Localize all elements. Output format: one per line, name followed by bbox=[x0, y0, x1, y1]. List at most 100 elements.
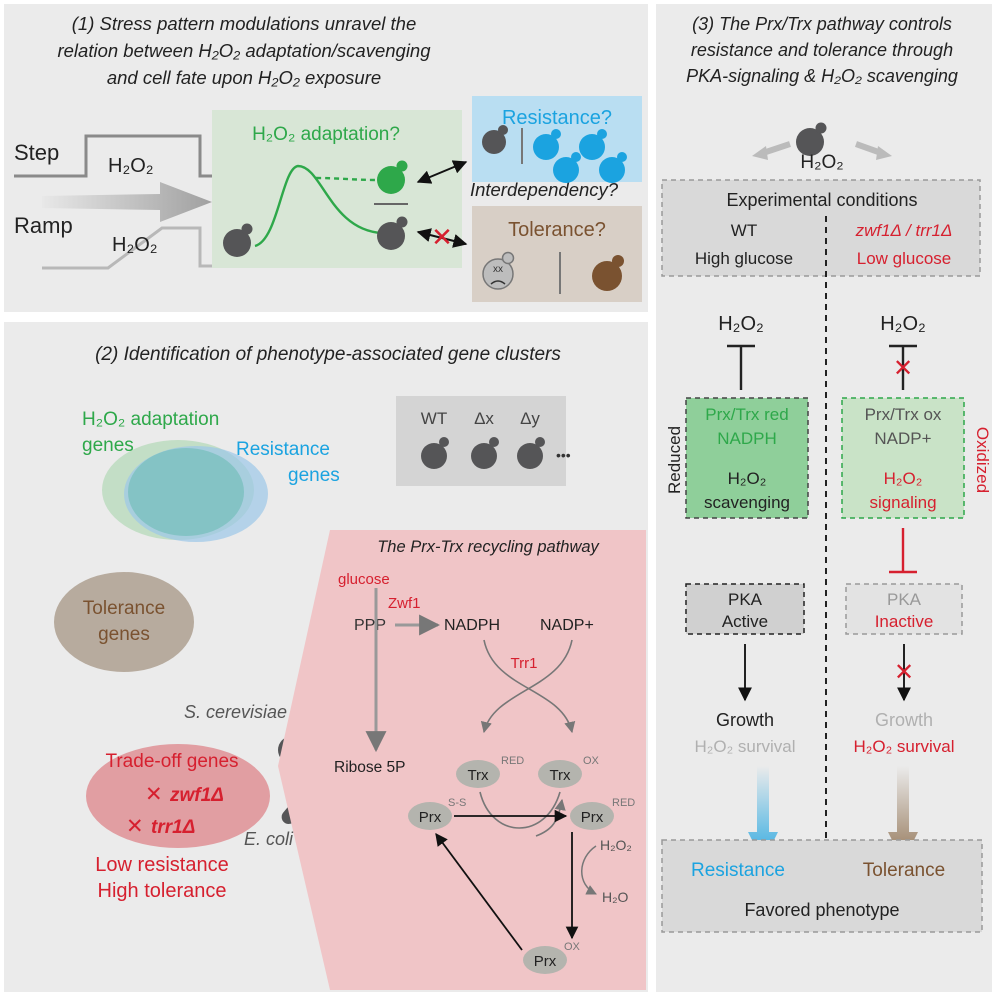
right-box-line1: Prx/Trx ox bbox=[865, 405, 942, 424]
oxidized-state-box bbox=[841, 397, 965, 519]
step-label: Step bbox=[14, 140, 59, 165]
adaptation-genes-label-2: genes bbox=[82, 435, 134, 456]
strain-library-cells bbox=[421, 437, 545, 469]
prx-red-label: Prx bbox=[581, 809, 604, 826]
adaptation-question: H₂O₂ adaptation? bbox=[252, 124, 400, 145]
pka-inactive-label: Inactive bbox=[875, 612, 934, 631]
pathway-connector-wedge bbox=[278, 530, 330, 990]
right-box-line2: NADP+ bbox=[874, 429, 931, 448]
resistance-blue-cells bbox=[533, 129, 627, 183]
trx-red-label: Trx bbox=[467, 767, 489, 784]
adapted-green-cell bbox=[377, 160, 408, 194]
panel-1-title-line2: relation between H₂O₂ adaptation/scaveng… bbox=[57, 40, 431, 61]
panel-3-h2o2-top: H₂O₂ bbox=[800, 152, 843, 173]
prx-ss-superscript: S-S bbox=[448, 797, 466, 809]
adaptation-tolerance-arrow bbox=[416, 228, 468, 248]
pathway-h2o: H₂O bbox=[602, 889, 629, 905]
prx-ox-to-ss-arrow bbox=[435, 832, 523, 951]
condition-wt: WT bbox=[731, 221, 757, 240]
condition-high-glucose: High glucose bbox=[695, 249, 793, 268]
trx-ox-node bbox=[538, 760, 582, 788]
left-box-line4: scavenging bbox=[704, 493, 790, 512]
tolerance-genes-label-2: genes bbox=[98, 624, 150, 645]
resistance-fade-arrow bbox=[748, 766, 778, 862]
conditions-title: Experimental conditions bbox=[726, 190, 917, 210]
prx-red-node bbox=[570, 802, 614, 830]
adaptation-genes-label-1: H₂O₂ adaptation bbox=[82, 409, 219, 430]
tolerant-brown-cell bbox=[592, 255, 624, 291]
svg-text:xx: xx bbox=[493, 264, 503, 275]
interdependency-cross-icon: ✕ bbox=[431, 222, 453, 252]
left-box-line3: H₂O₂ bbox=[728, 469, 767, 488]
reduced-label: Reduced bbox=[665, 426, 684, 494]
right-survival: H₂O₂ survival bbox=[853, 737, 954, 756]
left-h2o2: H₂O₂ bbox=[718, 313, 764, 335]
exposure-arrow bbox=[42, 182, 212, 222]
pka-right-label: PKA bbox=[887, 590, 922, 609]
pathway-ppp: PPP bbox=[354, 617, 386, 634]
pathway-h2o2: H₂O₂ bbox=[600, 837, 632, 853]
strain-more-dots: ••• bbox=[556, 447, 571, 463]
panel-3-title-line2: resistance and tolerance through bbox=[691, 40, 953, 60]
pathway-zwf1: Zwf1 bbox=[388, 595, 421, 612]
adaptation-curve bbox=[254, 164, 383, 248]
pathway-nadph: NADPH bbox=[444, 617, 500, 634]
organism-e-coli: E. coli bbox=[244, 829, 294, 849]
trx-red-superscript: RED bbox=[501, 755, 524, 767]
growth-block-cross-icon: ✕ bbox=[894, 659, 914, 686]
left-box-line1: Prx/Trx red bbox=[705, 405, 788, 424]
prx-ox-superscript: OX bbox=[564, 941, 581, 953]
h2o2-reduction-arrow bbox=[581, 845, 597, 895]
prx-ox-label: Prx bbox=[534, 953, 557, 970]
organism-s-cerevisiae: S. cerevisiae bbox=[184, 702, 287, 722]
resistance-genes-label-1: Resistance bbox=[236, 439, 330, 460]
pka-inactive-box bbox=[845, 583, 963, 635]
step-h2o2-label: H₂O₂ bbox=[108, 155, 154, 177]
experimental-conditions-box bbox=[661, 179, 981, 277]
interdependency-question: Interdependency? bbox=[470, 179, 619, 200]
panel-3-title-line3: PKA-signaling & H₂O₂ scavenging bbox=[686, 66, 958, 86]
condition-mutants: zwf1Δ / trr1Δ bbox=[855, 221, 953, 240]
zwf1-cross-icon: ✕ bbox=[145, 783, 163, 806]
right-inhibition-cross-icon: ✕ bbox=[893, 355, 913, 382]
strain-dx-label: Δx bbox=[474, 409, 494, 428]
tolerance-question: Tolerance? bbox=[508, 219, 606, 241]
panel-1-title-line1: (1) Stress pattern modulations unravel t… bbox=[72, 13, 416, 34]
pathway-ribose: Ribose 5P bbox=[334, 759, 406, 776]
gene-trr1: trr1Δ bbox=[151, 817, 195, 838]
tradeoff-genes-title: Trade-off genes bbox=[105, 751, 238, 772]
outcome-tolerance: Tolerance bbox=[863, 860, 945, 881]
pka-active-box bbox=[685, 583, 805, 635]
right-growth: Growth bbox=[875, 710, 933, 730]
trx-red-node bbox=[456, 760, 500, 788]
tradeoff-phenotype-line1: Low resistance bbox=[95, 854, 228, 876]
trr1-reduction-arc-2 bbox=[480, 639, 573, 734]
right-box-line4: signaling bbox=[869, 493, 936, 512]
panel-2-title: (2) Identification of phenotype-associat… bbox=[95, 344, 561, 365]
pathway-nadp: NADP+ bbox=[540, 617, 594, 634]
prx-ox-node bbox=[523, 946, 567, 974]
outcome-resistance: Resistance bbox=[691, 860, 785, 881]
tolerance-fade-arrow bbox=[888, 766, 918, 862]
pathway-title: The Prx-Trx recycling pathway bbox=[377, 538, 600, 556]
trx-ox-label: Trx bbox=[549, 767, 571, 784]
tolerance-genes-ellipse bbox=[54, 572, 194, 672]
pathway-box bbox=[330, 530, 646, 990]
reduced-state-box bbox=[685, 397, 809, 519]
ramp-profile-line bbox=[42, 226, 215, 270]
pka-left-label: PKA bbox=[728, 590, 763, 609]
ramp-label: Ramp bbox=[14, 213, 73, 238]
panel-3-cell-icon bbox=[796, 122, 827, 156]
pathway-trr1: Trr1 bbox=[511, 655, 538, 672]
adaptation-start-cell bbox=[223, 223, 253, 257]
dead-cell-icon: xx bbox=[482, 251, 515, 290]
tradeoff-phenotype-line2: High tolerance bbox=[98, 880, 227, 902]
right-h2o2: H₂O₂ bbox=[880, 313, 926, 335]
venn-overlap bbox=[128, 448, 244, 536]
oxidized-label: Oxidized bbox=[973, 427, 992, 493]
prx-ss-label: Prx bbox=[419, 809, 442, 826]
favored-phenotype-label: Favored phenotype bbox=[744, 900, 899, 920]
step-profile-line bbox=[14, 134, 215, 178]
